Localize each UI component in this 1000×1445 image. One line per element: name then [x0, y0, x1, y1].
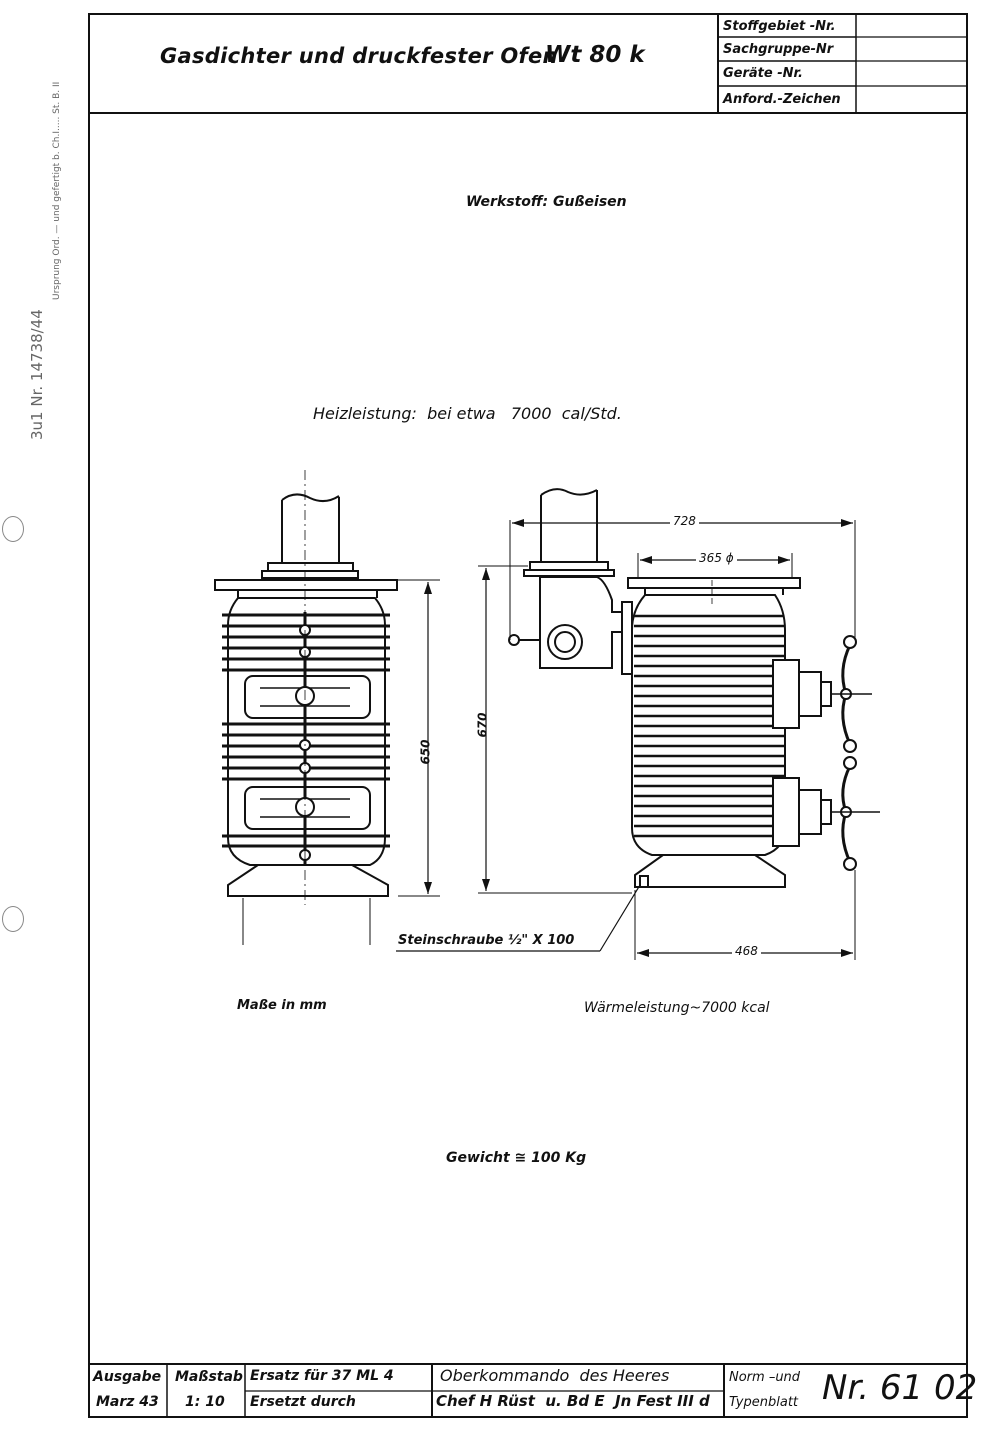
sheet-number: Nr. 61 02: [822, 1368, 978, 1408]
anchor-bolt-note: Steinschraube ½" X 100: [398, 933, 575, 948]
dimension-650: 650: [418, 739, 433, 765]
scale-value: 1: 10: [185, 1394, 225, 1410]
model-number: Wt 80 k: [545, 42, 645, 68]
material-note: Werkstoff: Gußeisen: [466, 194, 627, 210]
authority-line1: Oberkommando des Heeres: [440, 1366, 670, 1385]
drawing-sheet-frame: [88, 13, 968, 1418]
replaced-by-note: Ersetzt durch: [250, 1394, 356, 1410]
punch-hole-bottom: [2, 906, 24, 932]
dimension-365-diameter: 365 ϕ: [696, 551, 737, 565]
drawing-title: Gasdichter und druckfester Ofen: [160, 44, 558, 68]
weight-note: Gewicht ≅ 100 Kg: [446, 1150, 587, 1166]
authority-line2: Chef H Rüst u. Bd E Jn Fest III d: [436, 1392, 710, 1410]
field-geraete: Geräte -Nr.: [723, 66, 803, 81]
scale-label: Maßstab: [175, 1369, 243, 1385]
heating-capacity: Heizleistung: bei etwa 7000 cal/Std.: [313, 404, 622, 423]
dimension-468: 468: [732, 944, 761, 958]
norm-label: Norm –und: [729, 1370, 801, 1385]
punch-hole-top: [2, 516, 24, 542]
front-view: [214, 470, 440, 945]
units-note: Maße in mm: [237, 998, 327, 1013]
heat-output-note: Wärmeleistung~7000 kcal: [584, 1000, 770, 1016]
typenblatt-label: Typenblatt: [729, 1395, 799, 1410]
edition-value: Marz 43: [96, 1394, 159, 1410]
dimension-670: 670: [475, 712, 490, 738]
field-sachgruppe: Sachgruppe-Nr: [723, 42, 834, 57]
edition-label: Ausgabe: [93, 1369, 162, 1385]
field-stoffgebiet: Stoffgebiet -Nr.: [723, 19, 836, 34]
side-view: [396, 488, 880, 960]
dimension-728: 728: [670, 514, 699, 528]
replaces-note: Ersatz für 37 ML 4: [250, 1368, 394, 1384]
field-anforderung: Anford.-Zeichen: [723, 92, 841, 107]
